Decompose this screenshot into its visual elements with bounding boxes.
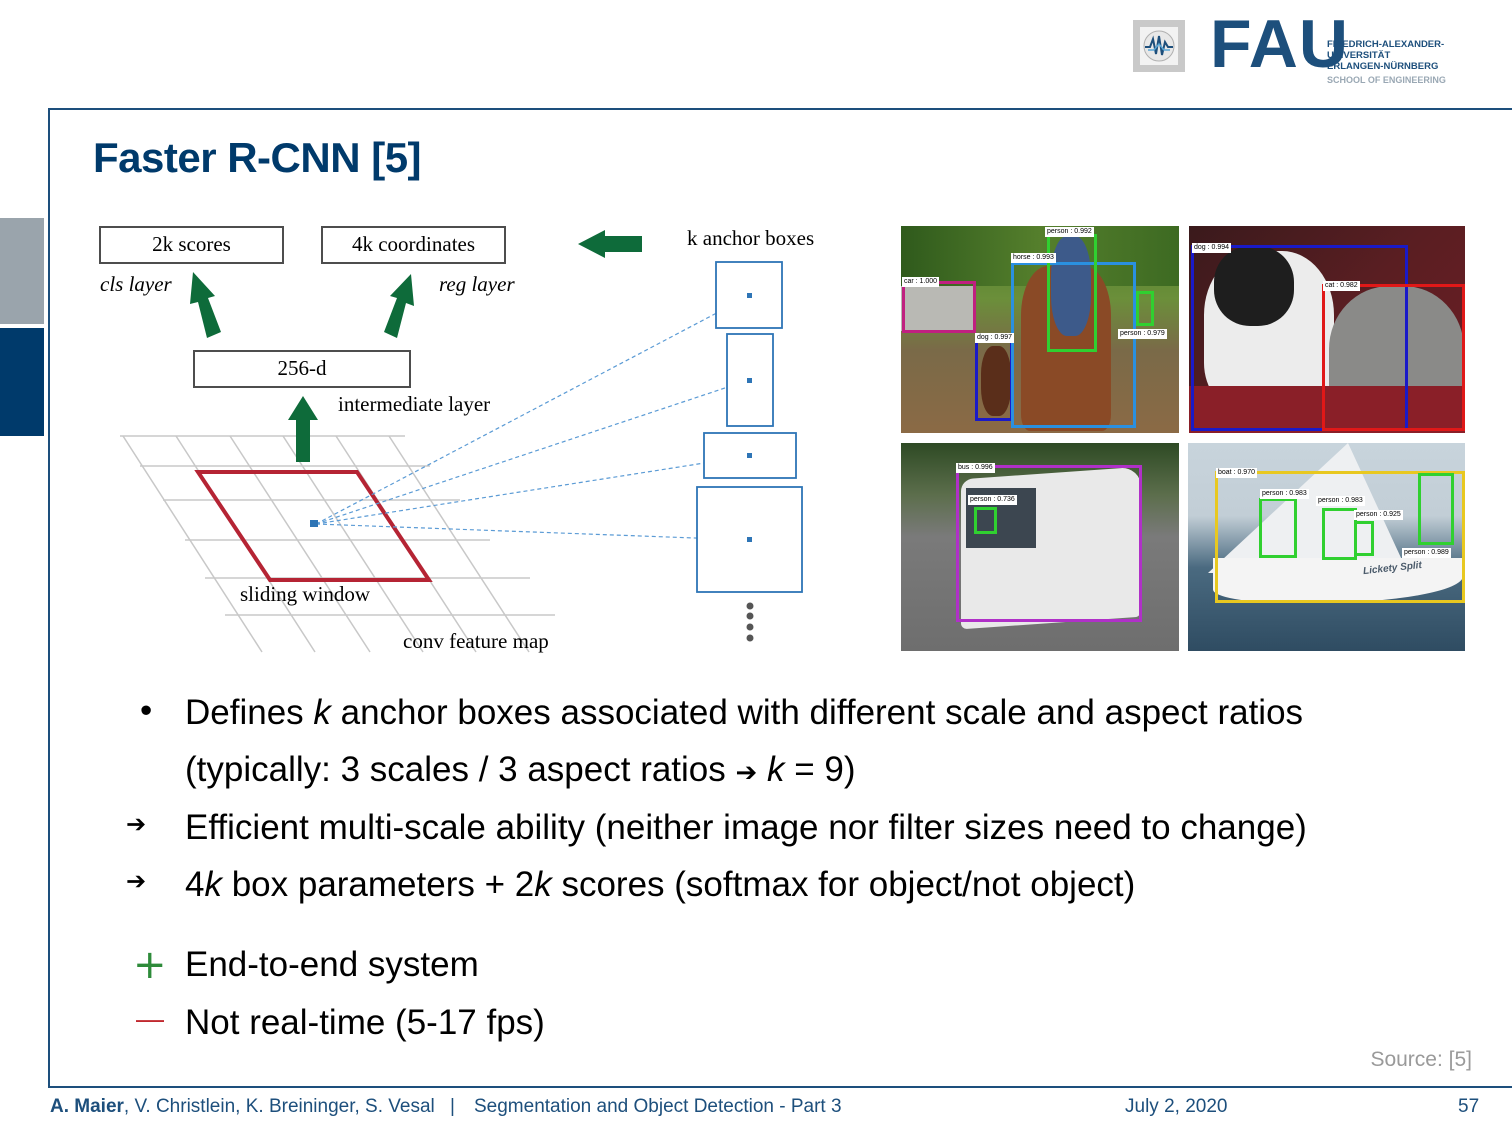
minus-icon: — <box>136 1003 164 1034</box>
slide-frame <box>48 108 1512 1088</box>
conv-feature-map-label: conv feature map <box>403 629 549 653</box>
sliding-window-label: sliding window <box>240 582 371 606</box>
detection-image-pets: dog : 0.994 cat : 0.982 <box>1189 226 1465 433</box>
school-name: SCHOOL OF ENGINEERING <box>1327 75 1446 85</box>
arrow-to-cls <box>190 272 221 338</box>
plus-icon: + <box>133 942 167 988</box>
detection-image-boat: Lickety Split boat : 0.970 person : 0.98… <box>1188 443 1465 651</box>
anchor-boxes-label: k anchor boxes <box>687 226 815 250</box>
cls-layer-label: cls layer <box>100 272 172 296</box>
footer-page-number: 57 <box>1458 1096 1480 1117</box>
anchor-boxes <box>696 261 803 593</box>
footer-authors: A. Maier, V. Christlein, K. Breininger, … <box>50 1096 435 1117</box>
reg-layer-label: reg layer <box>439 272 515 296</box>
waveform-logo-icon <box>1140 27 1178 65</box>
university-name: FRIEDRICH-ALEXANDER- UNIVERSITÄT ERLANGE… <box>1327 39 1445 72</box>
coordinates-box: 4k coordinates <box>321 226 506 264</box>
side-bar-blue <box>0 328 44 436</box>
fau-logo: FAU <box>1210 6 1349 82</box>
arrow-from-anchors <box>578 230 642 258</box>
rpn-diagram-graphics <box>120 230 803 653</box>
slide-title: Faster R-CNN [5] <box>93 134 422 181</box>
arrow-icon: ➔ <box>126 868 147 895</box>
rpn-diagram: 2k scores 4k coordinates cls layer reg l… <box>90 215 850 665</box>
lme-logo <box>1133 20 1185 72</box>
bullet-anchor-boxes-line2: (typically: 3 scales / 3 aspect ratios ➔… <box>185 750 856 789</box>
side-bar-grey <box>0 218 44 324</box>
footer-date: July 2, 2020 <box>1125 1096 1228 1117</box>
arrow-up-intermediate <box>288 396 318 462</box>
flow-arrows <box>190 230 642 462</box>
scores-box: 2k scores <box>99 226 284 264</box>
detection-image-outdoor: person : 0.992 horse : 0.993 car : 1.000… <box>901 226 1179 433</box>
arrow-to-reg <box>384 274 414 338</box>
footer-separator: | <box>450 1096 455 1117</box>
source-citation: Source: [5] <box>1370 1048 1472 1071</box>
arrow-icon: ➔ <box>126 811 147 838</box>
sliding-window <box>194 470 433 582</box>
intermediate-256d-box: 256-d <box>193 350 411 388</box>
footer-lecture-title: Segmentation and Object Detection - Part… <box>474 1096 842 1117</box>
conv-grid <box>120 435 555 653</box>
intermediate-layer-label: intermediate layer <box>338 392 491 416</box>
detection-image-bus: bus : 0.996 person : 0.736 <box>901 443 1179 651</box>
